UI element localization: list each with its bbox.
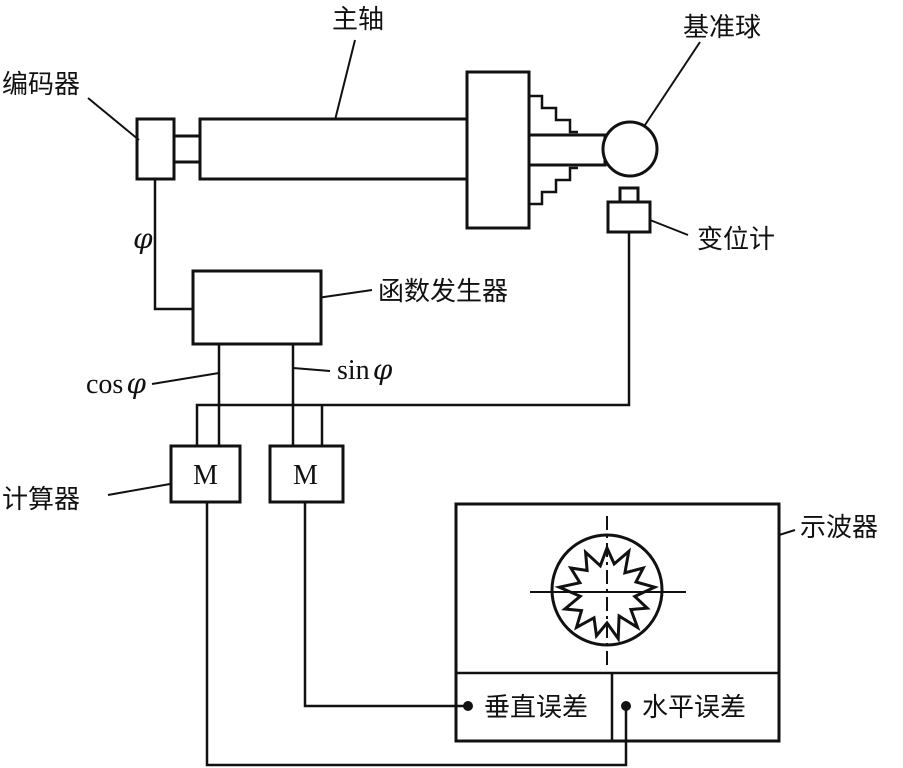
horizontal-input-dot: [621, 701, 631, 711]
multiplier-left-label: M: [193, 460, 218, 491]
calculator-label: 计算器: [2, 485, 80, 515]
displacement-bus-left: [195, 232, 631, 446]
ball-leader: [644, 41, 701, 126]
encoder-signal-wire: [153, 179, 193, 311]
encoder-label: 编码器: [2, 70, 80, 100]
meter-leader: [649, 219, 689, 236]
function-generator-box: [191, 269, 323, 346]
spindle-label: 主轴: [332, 5, 384, 35]
displacement-meter-label: 变位计: [697, 225, 775, 255]
spindle-shaft: [198, 117, 469, 181]
reference-ball: [601, 120, 659, 178]
horizontal-error-label: 水平误差: [642, 693, 746, 723]
vertical-output-wire: [303, 502, 466, 708]
encoder-box: [135, 117, 176, 181]
spindle-leader: [334, 39, 356, 121]
vertical-input-dot: [463, 701, 473, 711]
sin-leader: [292, 367, 331, 372]
displacement-probe-tip: [618, 186, 640, 204]
horizontal-output-wire: [205, 502, 628, 767]
function-generator-label: 函数发生器: [378, 277, 508, 307]
multiplier-right-box: [268, 444, 345, 504]
encoder-leader: [87, 97, 140, 141]
chuck-jaw-top: [529, 94, 578, 134]
oscilloscope-label: 示波器: [800, 513, 878, 543]
encoder-coupling: [172, 134, 202, 164]
spindle-flange: [465, 70, 531, 230]
reference-ball-label: 基准球: [683, 13, 761, 43]
multiplier-right-label: M: [293, 460, 318, 491]
calculator-leader: [107, 483, 171, 496]
vertical-error-label: 垂直误差: [484, 693, 588, 723]
chuck-jaw-bottom: [529, 166, 578, 206]
error-trace: [554, 544, 660, 644]
multiplier-left-box: [169, 444, 242, 504]
reference-circle: [550, 533, 664, 647]
test-arbor: [527, 133, 607, 167]
encoder-phi-label: φ: [133, 222, 153, 255]
cos-leader: [151, 372, 220, 385]
displacement-meter-box: [606, 200, 652, 234]
